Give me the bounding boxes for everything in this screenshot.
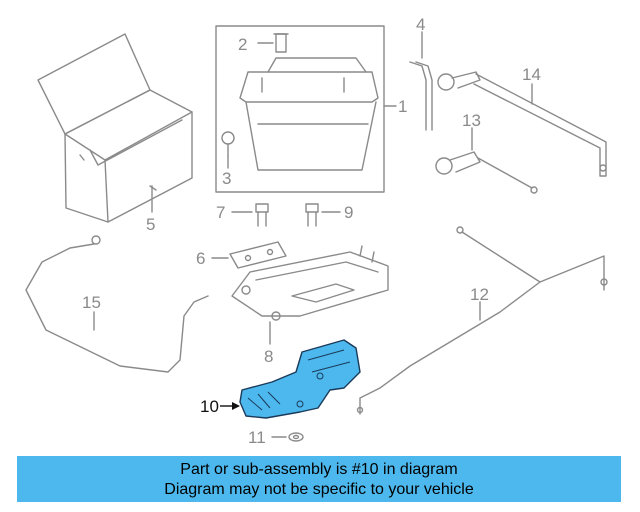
bracket xyxy=(229,241,287,269)
callout-2: 2 xyxy=(238,35,247,54)
negative-terminal xyxy=(435,151,538,194)
caption-bar: Part or sub-assembly is #10 in diagram D… xyxy=(17,456,621,502)
bolt-7 xyxy=(255,203,269,227)
washer xyxy=(288,432,304,442)
bolt-9 xyxy=(305,203,319,227)
callout-9: 9 xyxy=(344,203,353,222)
ground-cable xyxy=(356,226,608,415)
callout-4: 4 xyxy=(416,15,425,34)
callout-15: 15 xyxy=(82,293,101,312)
callout-10: 10 xyxy=(200,397,219,416)
callout-13: 13 xyxy=(462,111,481,130)
highlighted-part-10 xyxy=(239,339,361,419)
callout-1: 1 xyxy=(398,97,407,116)
battery-cable-15 xyxy=(25,235,209,373)
caption-line-2: Diagram may not be specific to your vehi… xyxy=(164,481,474,498)
callout-5: 5 xyxy=(146,215,155,234)
arrow-10 xyxy=(220,402,240,410)
callout-3: 3 xyxy=(222,169,231,188)
positive-cable xyxy=(437,71,607,177)
callout-7: 7 xyxy=(216,203,225,222)
callout-12: 12 xyxy=(470,285,489,304)
callout-6: 6 xyxy=(196,249,205,268)
battery xyxy=(215,25,385,193)
caption-line-1: Part or sub-assembly is #10 in diagram xyxy=(180,461,458,478)
vent-plug xyxy=(273,33,289,53)
battery-tray xyxy=(231,245,389,321)
parts-diagram: 1 2 3 4 5 6 7 8 9 10 11 12 13 14 15 xyxy=(25,15,608,447)
callout-11: 11 xyxy=(248,428,266,447)
elbow-fitting xyxy=(221,131,235,157)
callout-8: 8 xyxy=(264,347,273,366)
vent-hose xyxy=(409,61,433,131)
callout-14: 14 xyxy=(522,65,541,84)
battery-box xyxy=(37,33,193,223)
